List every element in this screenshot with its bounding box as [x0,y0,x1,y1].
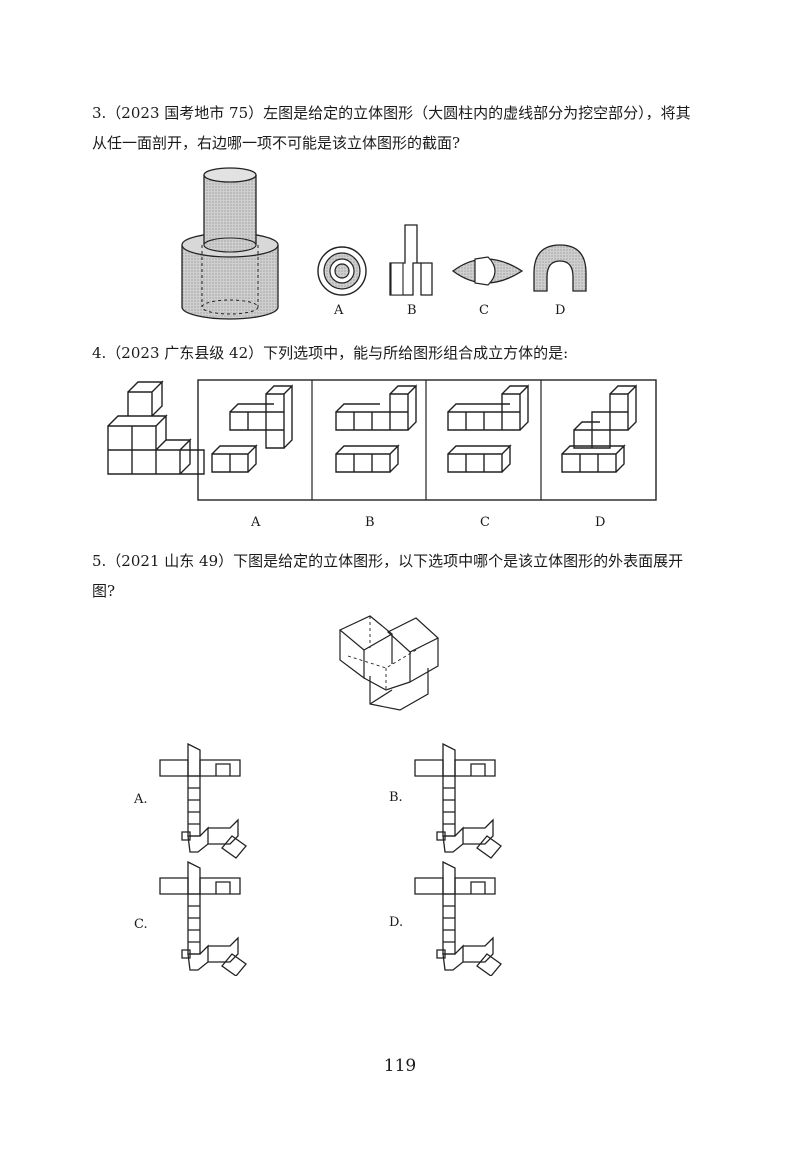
q5-option-b-net [414,743,502,859]
question-3-text: 3.（2023 国考地市 75）左图是给定的立体图形（大圆柱内的虚线部分为挖空部… [92,104,691,152]
q5-option-b-label: B. [389,790,403,805]
q4-option-b-figure [335,384,417,473]
option-a-concentric-rings [317,246,367,296]
given-cube-pieces-figure [107,380,205,475]
q5-option-d-label: D. [389,915,404,930]
question-5-net-options [159,743,502,976]
q4-options-frame [197,379,657,501]
question-4-text: 4.（2023 广东县级 42）下列选项中，能与所给图形组合成立方体的是: [92,344,569,362]
q4-option-a-figure [211,384,293,473]
q3-option-a-label: A [334,303,344,318]
question-5-text: 5.（2021 山东 49）下图是给定的立体图形，以下选项中哪个是该立体图形的外… [92,552,684,600]
question-3-figures [181,167,587,320]
page-number: 119 [383,1056,417,1076]
option-c-ellipse-section [451,256,524,286]
q5-option-c-label: C. [134,917,148,932]
q4-option-d-figure [561,384,637,473]
cylinder-solid-figure [181,167,279,320]
q4-option-d-label: D [595,515,606,530]
q3-option-b-label: B [407,303,417,318]
q5-option-c-net [159,861,247,976]
q4-option-c-label: C [480,515,490,530]
q3-option-c-label: C [479,303,489,318]
q4-option-b-label: B [365,515,375,530]
option-d-arch-section [533,244,587,292]
q5-option-a-net [159,743,247,859]
q3-option-d-label: D [555,303,566,318]
question-4-figures [107,379,657,501]
q5-option-d-net [414,861,502,976]
question-5-solid-figure [338,615,440,711]
q5-option-a-label: A. [134,792,148,807]
q4-option-a-label: A [251,515,261,530]
q4-option-c-figure [447,384,529,473]
option-b-t-section [389,224,433,296]
